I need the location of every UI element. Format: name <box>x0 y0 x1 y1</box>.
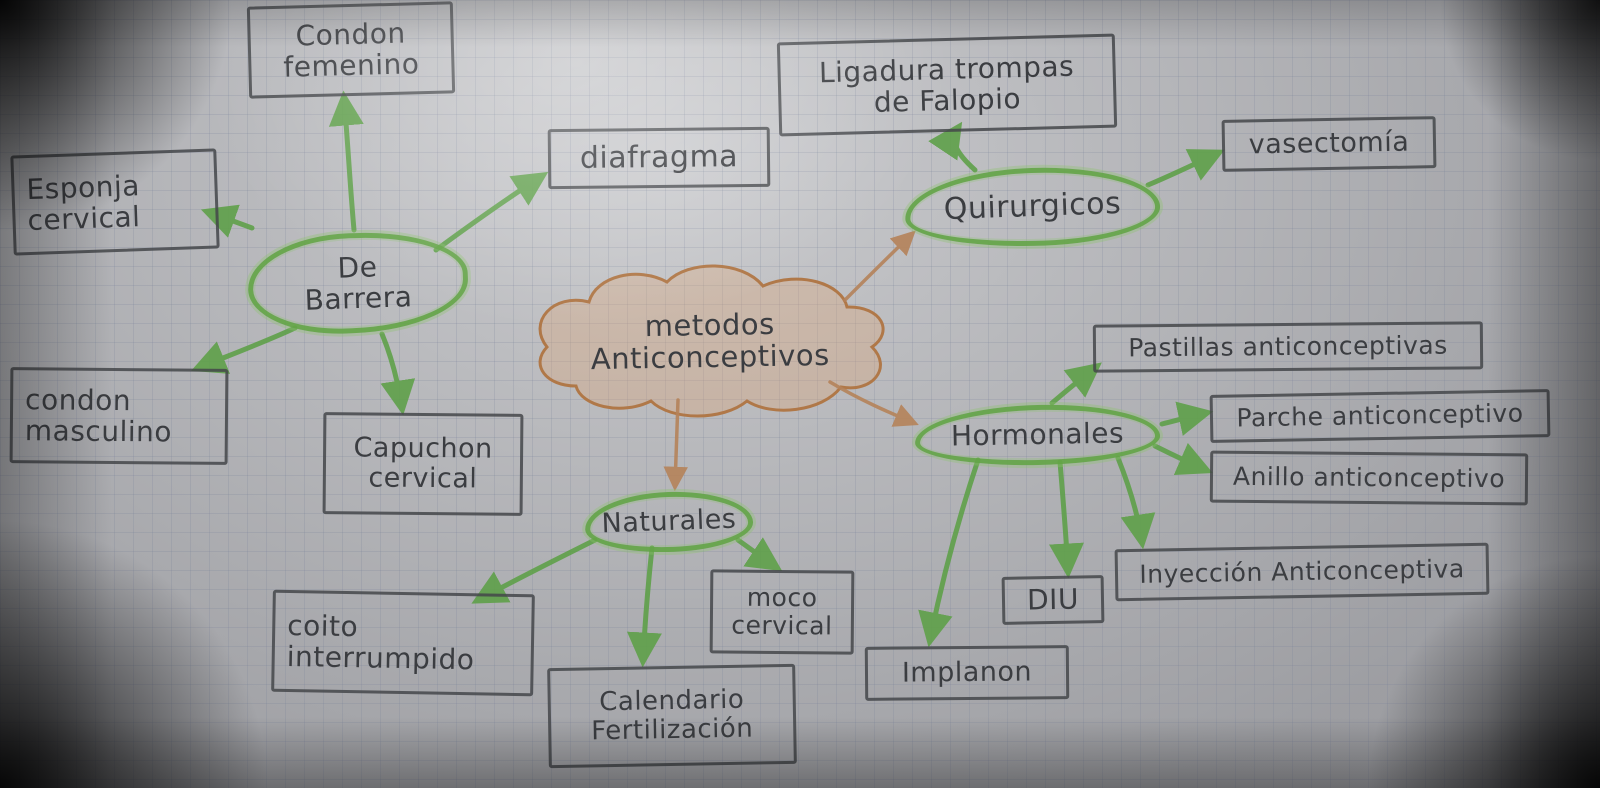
connector-naturales-coito <box>471 537 598 604</box>
connector-barrera-diafragma <box>433 171 549 253</box>
node-label: femenino <box>282 47 420 84</box>
node-anillo: Anillo anticonceptivo <box>1209 450 1529 506</box>
node-label: DIU <box>1026 582 1080 617</box>
node-label: metodos <box>644 306 775 343</box>
node-label: Parche anticonceptivo <box>1236 398 1524 433</box>
node-label: Calendario <box>598 684 745 718</box>
connector-hormonales-anillo <box>1152 442 1213 476</box>
node-label: moco <box>746 582 818 613</box>
node-implanon: Implanon <box>864 645 1070 701</box>
node-condon-masculino: condon masculino <box>9 367 229 465</box>
node-capuchon-cervical: Capuchon cervical <box>322 412 524 516</box>
node-vasectomia: vasectomía <box>1221 116 1437 172</box>
node-label: Inyección Anticonceptiva <box>1139 554 1465 589</box>
connector-barrera-condon-masculino <box>191 325 298 374</box>
node-label: vasectomía <box>1248 126 1410 161</box>
node-label: Ligadura trompas <box>818 49 1075 89</box>
node-label: Pastillas anticonceptivas <box>1128 330 1448 363</box>
node-label: Anillo anticonceptivo <box>1232 461 1506 494</box>
connector-hormonales-implanon <box>918 457 981 648</box>
node-label: condon <box>24 382 132 417</box>
connector-hormonales-parche <box>1159 401 1214 436</box>
node-label: Fertilización <box>590 713 754 747</box>
node-label: Quirurgicos <box>943 186 1122 228</box>
node-label: Implanon <box>901 656 1033 689</box>
connector-hormonales-pastillas <box>1049 362 1102 406</box>
node-label: Condon <box>295 16 407 53</box>
node-label: cervical <box>368 462 478 495</box>
node-moco-cervical: moco cervical <box>709 569 855 655</box>
node-label: interrumpido <box>286 639 475 677</box>
node-label: Barrera <box>304 280 413 317</box>
connector-quirurgicos-vasectomia <box>1145 149 1225 188</box>
node-inyeccion: Inyección Anticonceptiva <box>1114 542 1490 602</box>
node-label: de Falopio <box>873 82 1022 119</box>
node-ligadura-trompas: Ligadura trompas de Falopio <box>776 33 1118 137</box>
connector-hormonales-inyeccion <box>1115 455 1156 550</box>
node-label: Capuchon <box>353 432 493 465</box>
node-label: masculino <box>24 414 173 449</box>
node-parche: Parche anticonceptivo <box>1209 389 1551 443</box>
connector-naturales-calendario <box>626 545 662 668</box>
node-esponja-cervical: Esponja cervical <box>10 148 220 256</box>
node-condon-femenino: Condon femenino <box>246 1 456 99</box>
node-label: coito <box>287 608 359 643</box>
connector-centro-quirurgicos <box>843 230 916 302</box>
node-diu: DIU <box>1001 575 1105 625</box>
node-label: Hormonales <box>950 416 1125 453</box>
node-label: diafragma <box>579 139 739 177</box>
node-pastillas: Pastillas anticonceptivas <box>1092 321 1484 373</box>
node-calendario-fertilizacion: Calendario Fertilización <box>547 663 797 769</box>
node-label: Anticonceptivos <box>590 337 830 377</box>
connector-barrera-capuchon <box>379 331 416 416</box>
connector-hormonales-diu <box>1049 459 1084 579</box>
node-metodos-anticonceptivos: metodos Anticonceptivos <box>559 294 860 387</box>
node-label: Naturales <box>601 503 737 540</box>
connector-centro-hormonales <box>828 380 919 427</box>
node-diafragma: diafragma <box>547 126 771 190</box>
connector-barrera-condon-femenino <box>328 90 364 233</box>
node-coito-interrumpido: coito interrumpido <box>271 589 535 697</box>
node-label: De <box>336 249 378 285</box>
connector-quirurgicos-ligadura <box>928 121 978 173</box>
node-label: cervical <box>27 200 141 238</box>
connector-naturales-moco <box>735 537 783 572</box>
node-label: cervical <box>731 610 833 641</box>
